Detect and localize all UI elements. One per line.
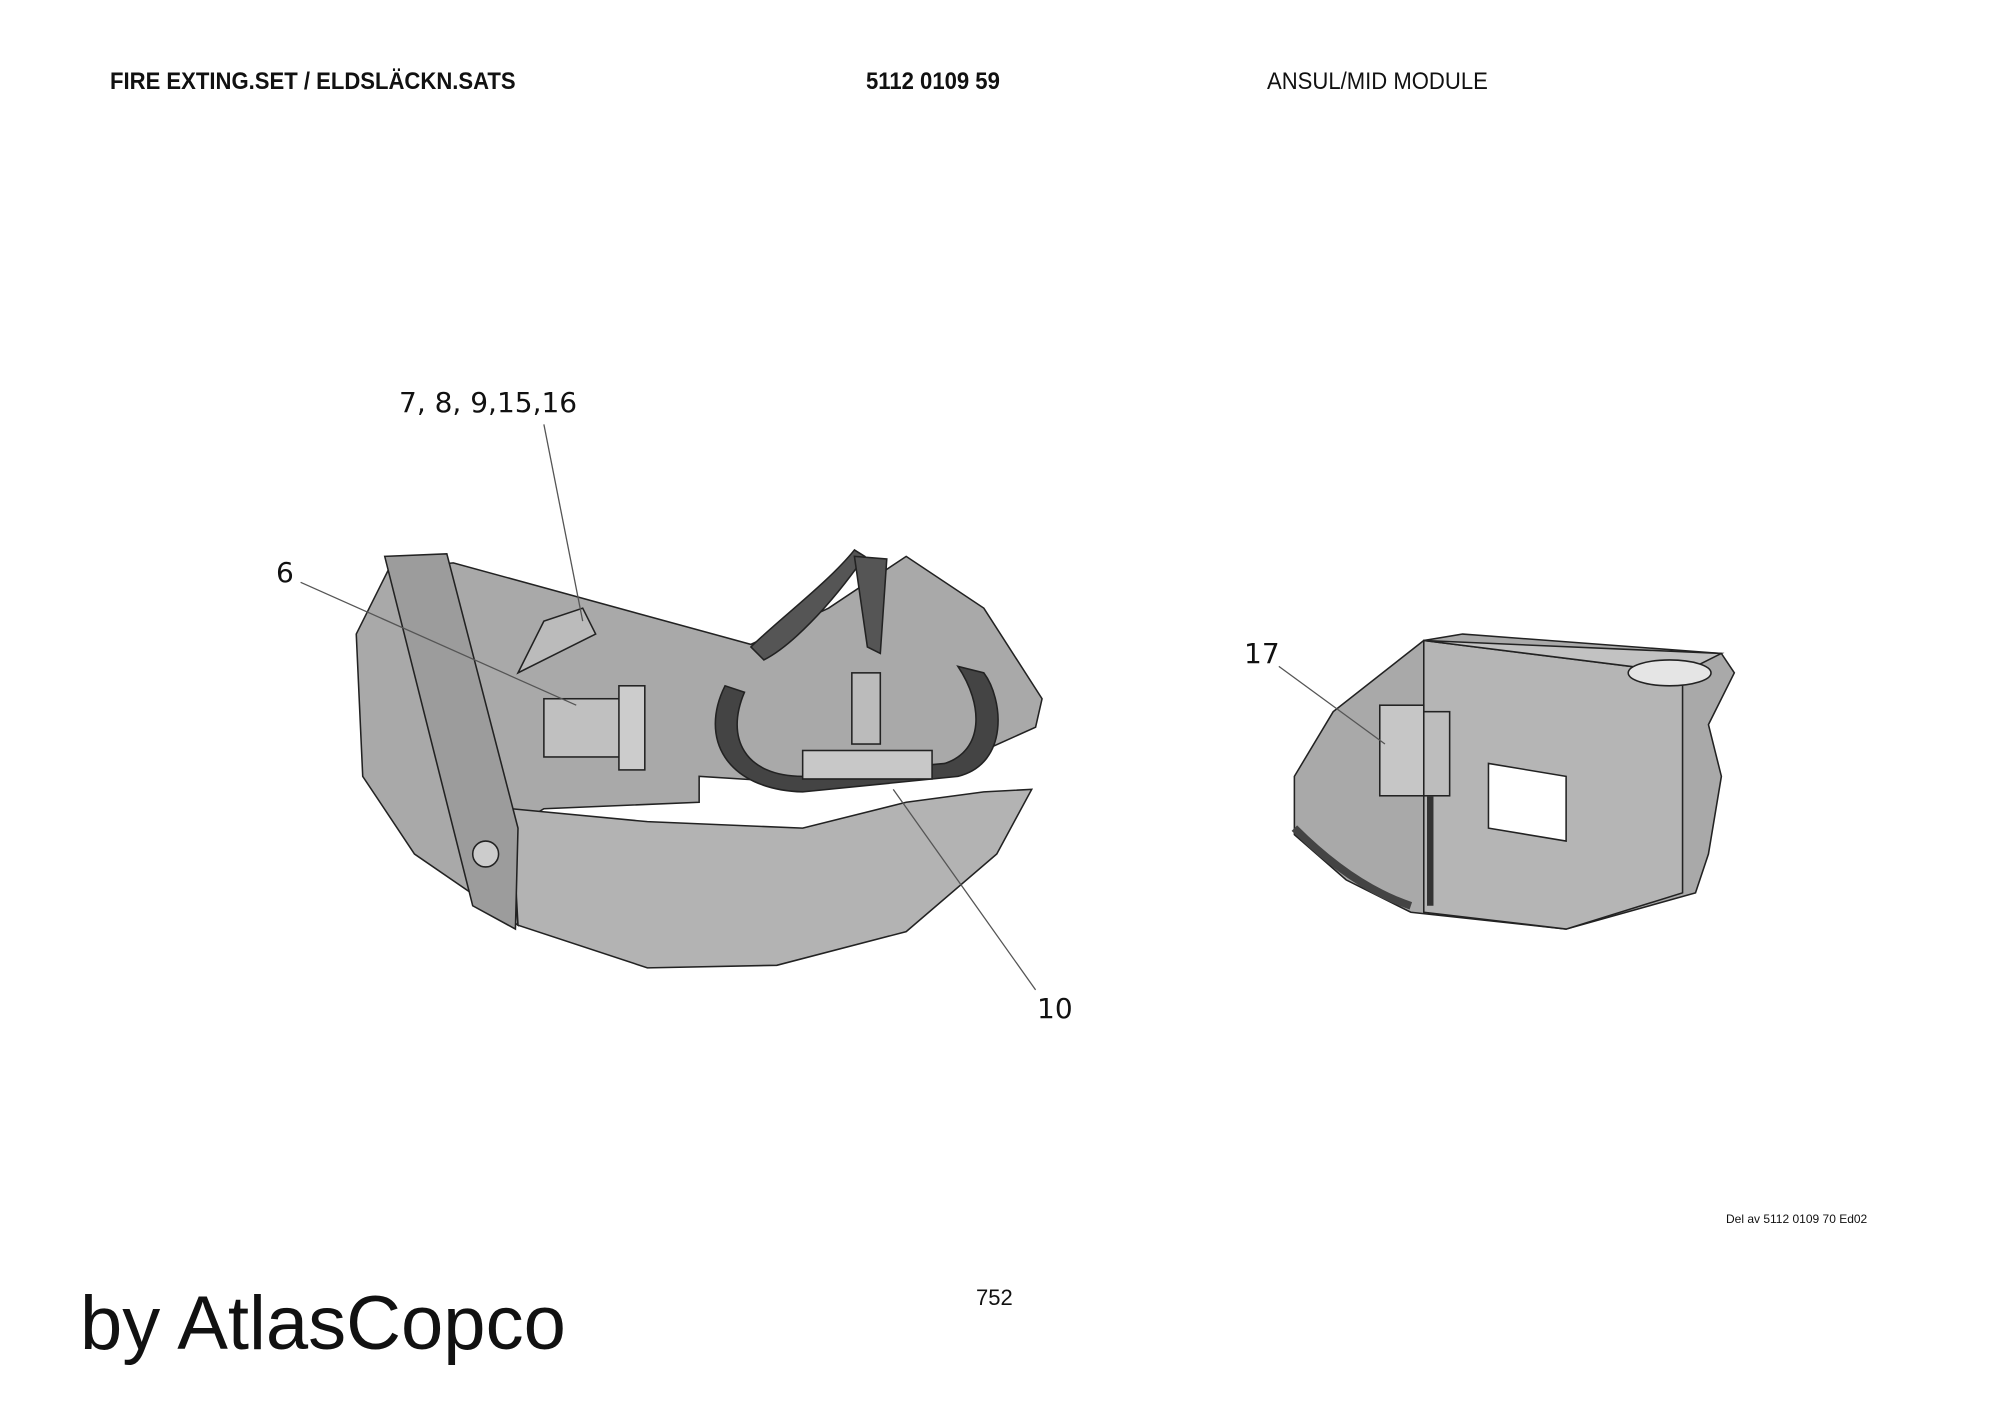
callout-10: 10 — [1037, 992, 1073, 1025]
page-number: 752 — [976, 1285, 1013, 1310]
part-number: 5112 0109 59 — [866, 68, 1000, 95]
reference-note: Del av 5112 0109 70 Ed02 — [1726, 1212, 1868, 1226]
leader-lines — [300, 424, 1386, 991]
callout-6: 6 — [276, 556, 294, 589]
left-assembly — [355, 548, 1043, 969]
document-title: FIRE EXTING.SET / ELDSLÄCKN.SATS — [110, 68, 516, 95]
right-assembly — [1291, 633, 1736, 930]
callout-17: 17 — [1244, 637, 1280, 670]
callout-7-8-9-15-16: 7, 8, 9,15,16 — [399, 386, 578, 419]
module-name: ANSUL/MID MODULE — [1267, 68, 1488, 95]
brand-watermark: by AtlasCopco — [80, 1281, 566, 1366]
